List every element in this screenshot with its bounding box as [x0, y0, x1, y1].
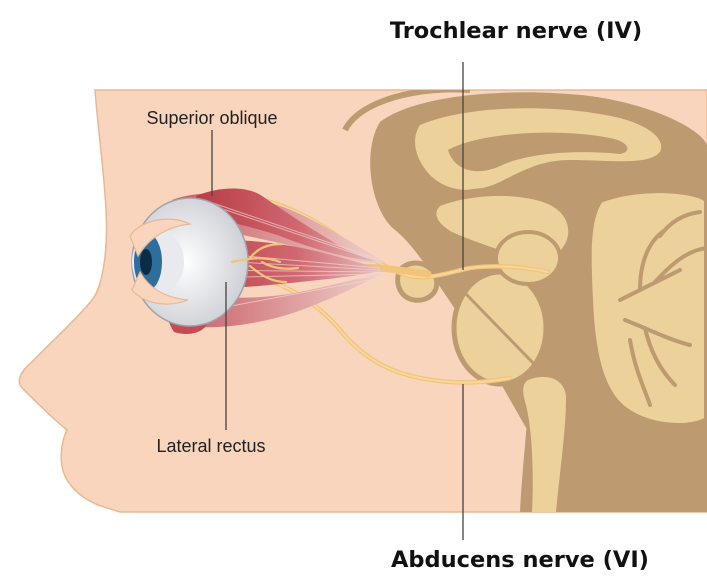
- pupil: [140, 249, 152, 275]
- label-trochlear-nerve: Trochlear nerve (IV): [390, 18, 642, 44]
- label-superior-oblique: Superior oblique: [146, 108, 277, 128]
- cerebellum: [589, 190, 707, 426]
- midbrain: [496, 232, 560, 284]
- label-lateral-rectus: Lateral rectus: [156, 436, 265, 456]
- label-abducens-nerve: Abducens nerve (VI): [391, 547, 649, 573]
